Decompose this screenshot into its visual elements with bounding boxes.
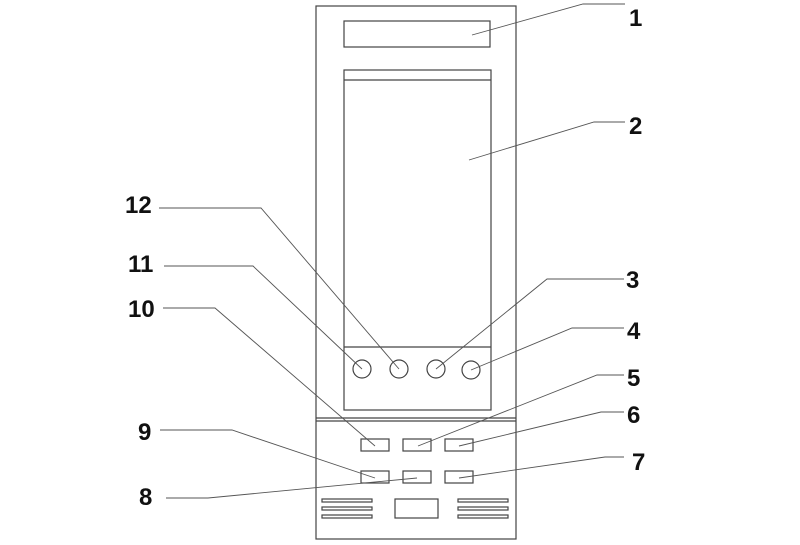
- knob-4: [461, 360, 481, 380]
- callout-2: 2: [629, 113, 642, 140]
- callout-4: 4: [627, 318, 641, 345]
- knob-2: [389, 359, 409, 379]
- leader-6: [458, 411, 624, 447]
- leader-2: [468, 121, 625, 161]
- button-row1-right: [444, 438, 474, 452]
- button-row2-middle: [402, 470, 432, 484]
- main-screen-panel: [343, 69, 492, 411]
- leader-12: [159, 207, 400, 370]
- callout-9: 9: [138, 419, 151, 446]
- top-display-panel: [343, 20, 491, 48]
- center-slot: [394, 498, 439, 519]
- callout-5: 5: [627, 365, 640, 392]
- leader-3: [435, 278, 624, 370]
- callout-6: 6: [627, 402, 640, 429]
- callout-7: 7: [632, 449, 645, 476]
- callout-8: 8: [139, 484, 152, 511]
- callout-10: 10: [128, 296, 155, 323]
- leader-10: [163, 307, 376, 447]
- leader-5: [417, 374, 624, 447]
- leader-4: [470, 327, 624, 371]
- leader-9: [160, 429, 376, 479]
- knob-3: [426, 359, 446, 379]
- button-row2-right: [444, 470, 474, 484]
- leader-8: [166, 477, 418, 499]
- cabinet-housing: [315, 5, 517, 540]
- leader-11: [164, 265, 363, 370]
- callout-3: 3: [626, 267, 639, 294]
- button-row1-left: [360, 438, 390, 452]
- knob-1: [352, 359, 372, 379]
- right-vent-grille: [457, 498, 509, 519]
- leader-7: [458, 456, 624, 479]
- leader-1: [471, 3, 625, 36]
- callout-1: 1: [629, 5, 642, 32]
- button-row2-left: [360, 470, 390, 484]
- button-row1-middle: [402, 438, 432, 452]
- callout-12: 12: [125, 192, 152, 219]
- callout-11: 11: [128, 251, 153, 278]
- left-vent-grille: [321, 498, 373, 519]
